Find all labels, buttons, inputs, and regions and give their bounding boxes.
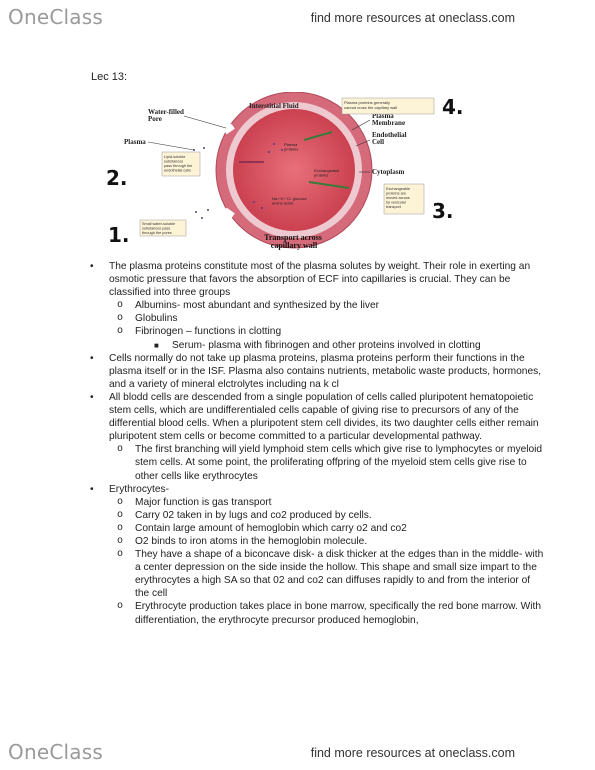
label-plasma-membrane: Membrane [372, 119, 405, 127]
bullet-item: • Erythrocytes- [90, 483, 545, 496]
number-2: 2. [106, 166, 128, 190]
label-water-filled-pore: Pore [148, 115, 162, 123]
box-text: Lipid-soluble [164, 155, 185, 159]
bullet-text: The plasma proteins constitute most of t… [109, 261, 531, 299]
bullet-item: • All blodd cells are descended from a s… [90, 391, 545, 443]
svg-text:Na+ K+ Cl- glucose amino a: Na+ K+ Cl- glucose amino acids [272, 196, 308, 206]
capillary-lumen [233, 109, 355, 231]
sub-bullet-marker: o [117, 496, 124, 508]
bullet-item: • The plasma proteins constitute most of… [90, 260, 545, 299]
sub-bullet-marker: o [117, 601, 124, 613]
sub-sub-bullet-item: ■ Serum- plasma with fibrinogen and othe… [90, 339, 545, 352]
center-label: proteins [284, 147, 298, 152]
sub-bullet-marker: o [117, 522, 124, 534]
sub-bullet-text: The first branching will yield lymphoid … [135, 444, 543, 482]
sub-bullet-text: Carry 02 taken in by lugs and co2 produc… [135, 509, 372, 521]
label-interstitial-fluid: Interstitial Fluid [249, 102, 299, 110]
box-text: Small water-soluble [142, 222, 175, 226]
sub-bullet-text: They have a shape of a biconcave disk- a… [135, 549, 544, 600]
sub-bullet-text: Erythrocyte production takes place in bo… [135, 601, 541, 626]
sub-bullet-item: o Fibrinogen – functions in clotting [90, 325, 545, 338]
label-endothelial-cell: Endothelial [372, 131, 407, 139]
bullet-text: Cells normally do not take up plasma pro… [109, 352, 542, 390]
sub-bullet-marker: o [117, 535, 124, 547]
center-label: Exchangeable [314, 168, 340, 173]
bullet-marker: • [90, 261, 94, 272]
center-label: proteins [314, 173, 328, 178]
oneclass-logo: OneClass [8, 740, 103, 764]
box-text: cannot cross the capillary wall [344, 105, 397, 110]
sub-bullet-item: o Globulins [90, 312, 545, 325]
center-label: Na+ K+ Cl- glucose [272, 196, 307, 201]
sub-bullet-item: o Major function is gas transport [90, 496, 545, 509]
capillary-transport-diagram: Plasma proteins Exchangeable proteins Na… [104, 92, 474, 252]
box-text: Exchangeable [386, 187, 410, 191]
svg-text:Water-filled Pore: Water-filled Pore [148, 108, 186, 123]
box-text: by vesicular [386, 201, 407, 205]
sub-bullet-marker: o [117, 549, 124, 561]
sub-bullet-text: Major function is gas transport [135, 496, 272, 508]
oneclass-logo: OneClass [8, 5, 103, 29]
bullet-marker: • [90, 391, 94, 403]
sub-bullet-text: Contain large amount of hemoglobin which… [135, 522, 407, 534]
sub-bullet-marker: o [117, 326, 124, 338]
box-text: through the pores [142, 231, 172, 235]
svg-text:Plasma Membrane: Plasma Membrane [372, 112, 405, 127]
svg-text:Plasma proteins generally: Plasma proteins generally cannot cross t… [344, 100, 397, 110]
sub-bullet-text: Globulins [135, 313, 178, 325]
figure-caption: capillary wall [271, 241, 318, 250]
box-text: substances [164, 160, 183, 164]
sub-bullet-marker: o [117, 509, 124, 521]
lecture-title: Lec 13: [91, 71, 128, 83]
label-plasma-membrane: Plasma [372, 112, 394, 120]
label-plasma: Plasma [124, 138, 146, 146]
center-label: amino acids [272, 201, 293, 206]
box-text: endothelial cells [164, 169, 191, 173]
sub-bullet-item: o Albumins- most abundant and synthesize… [90, 299, 545, 312]
sub-bullet-item: o Erythrocyte production takes place in … [90, 600, 545, 626]
sub-bullet-item: o Contain large amount of hemoglobin whi… [90, 522, 545, 535]
sub-bullet-item: o They have a shape of a biconcave disk-… [90, 548, 545, 600]
bullet-marker: • [90, 483, 94, 495]
number-4: 4. [442, 95, 464, 119]
sub-sub-bullet-marker: ■ [154, 340, 159, 350]
sub-bullet-text: Fibrinogen – functions in clotting [135, 326, 282, 338]
sub-sub-bullet-text: Serum- plasma with fibrinogen and other … [172, 339, 481, 351]
label-cytoplasm: Cytoplasm [372, 168, 404, 176]
sub-bullet-marker: o [117, 300, 124, 312]
figure-caption: Transport across [264, 233, 322, 242]
box-text: pass through the [164, 164, 192, 168]
svg-text:Exchangeable proteins: Exchangeable proteins [314, 168, 340, 178]
label-water-filled-pore: Water-filled [148, 108, 184, 116]
sub-bullet-text: Albumins- most abundant and synthesized … [135, 300, 380, 312]
bullet-marker: • [90, 352, 94, 364]
center-label: Plasma [284, 142, 298, 147]
svg-text:Small water-soluble substa: Small water-soluble substances pass thro… [142, 222, 176, 235]
sub-bullet-item: o O2 binds to iron atoms in the hemoglob… [90, 535, 545, 548]
sub-bullet-item: o The first branching will yield lymphoi… [90, 443, 545, 482]
sub-bullet-marker: o [117, 444, 124, 456]
sub-bullet-item: o Carry 02 taken in by lugs and co2 prod… [90, 509, 545, 522]
box-text: Plasma proteins generally [344, 100, 390, 105]
svg-text:Lipid-soluble substances: Lipid-soluble substances pass through th… [164, 155, 193, 173]
svg-text:Transport across capillary: Transport across capillary wall [264, 233, 324, 250]
bullet-item: • Cells normally do not take up plasma p… [90, 352, 545, 391]
box-text: transport [386, 205, 402, 209]
box-text: moved across [386, 196, 410, 200]
bullet-text: Erythrocytes- [109, 483, 170, 495]
svg-text:Plasma proteins: Plasma proteins [284, 142, 298, 152]
sub-bullet-text: O2 binds to iron atoms in the hemoglobin… [135, 535, 368, 547]
resources-link[interactable]: find more resources at oneclass.com [310, 746, 515, 760]
number-3: 3. [432, 199, 454, 223]
box-text: proteins are [386, 192, 406, 196]
svg-text:Endothelial Cell: Endothelial Cell [372, 131, 408, 146]
sub-bullet-marker: o [117, 313, 124, 325]
resources-link[interactable]: find more resources at oneclass.com [310, 11, 515, 25]
lecture-notes: • The plasma proteins constitute most of… [90, 260, 545, 627]
label-endothelial-cell: Cell [372, 138, 384, 146]
svg-text:Exchangeable proteins are: Exchangeable proteins are moved across b… [386, 187, 411, 209]
number-1: 1. [108, 223, 130, 247]
box-text: substances pass [142, 227, 170, 231]
bullet-text: All blodd cells are descended from a sin… [109, 391, 539, 443]
